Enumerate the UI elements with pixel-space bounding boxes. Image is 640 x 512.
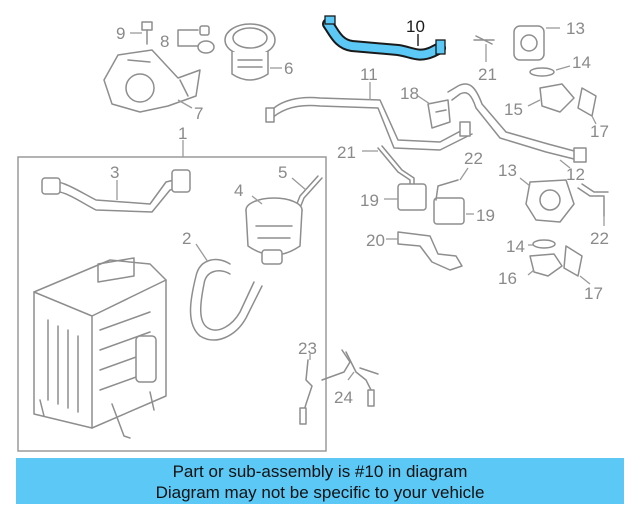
part-17-top [577,87,597,125]
part-24-o2-sensor [345,351,379,407]
part-3-hose [41,169,191,213]
callout-13-top: 13 [566,19,585,38]
callout-22-right: 22 [590,229,609,248]
part-6-air-pump [224,23,282,81]
part-22-hose-mid [435,167,469,201]
part-8-grommets [177,25,215,54]
callout-17-top: 17 [590,122,609,141]
callout-14-top: 14 [572,53,591,72]
part-23-o2-sensor [299,349,351,425]
callout-13-mid: 13 [498,161,517,180]
callout-12: 12 [566,165,585,184]
callout-24: 24 [334,388,353,407]
part-18-sensor [417,95,451,129]
part-16-flange [527,253,563,277]
callout-19-left: 19 [360,191,379,210]
callout-21-mid: 21 [337,143,356,162]
part-19-valve-left [384,183,427,211]
callout-9: 9 [116,24,125,43]
banner-line-2: Diagram may not be specific to your vehi… [155,483,485,502]
part-14-gasket-mid [528,239,556,249]
callout-18: 18 [400,84,419,103]
callout-17-mid: 17 [584,284,603,303]
callout-2: 2 [182,229,191,248]
callout-7: 7 [194,104,203,123]
part-4-valve [245,195,303,265]
callout-23: 23 [298,339,317,358]
callout-20: 20 [366,231,385,250]
part-7-bracket [103,49,201,113]
callout-21-top: 21 [478,65,497,84]
part-19-valve-right [433,197,474,225]
part-15-flange [527,83,575,113]
assembly-1-box [17,156,327,452]
callout-5: 5 [278,163,287,182]
callout-11: 11 [360,65,378,84]
part-12-pipe [447,83,587,169]
callout-1: 1 [178,124,187,143]
part-1-canister [33,257,167,439]
part-17-mid [563,245,591,285]
callout-8: 8 [160,32,169,51]
part-13-valve-top [513,25,560,61]
part-10-hose-highlighted [322,15,446,61]
part-13-valve-mid [519,177,575,223]
callout-16: 16 [498,269,517,288]
part-20-bracket [386,231,463,271]
part-2-hose [189,243,263,341]
callout-10: 10 [406,17,425,36]
part-14-gasket-top [529,65,571,77]
callout-3: 3 [110,163,119,182]
part-22-hose-right [577,183,609,226]
callout-19-right: 19 [476,206,495,225]
part-9-bolt [130,21,153,45]
part-11-pipe [265,82,473,151]
parts-diagram: 9 8 6 7 1 10 13 14 21 11 18 15 17 12 21 … [17,15,609,452]
callout-14-mid: 14 [506,237,525,256]
callout-6: 6 [284,59,293,78]
callout-4: 4 [234,181,243,200]
callout-15: 15 [504,100,523,119]
banner-line-1: Part or sub-assembly is #10 in diagram [172,462,468,481]
part-21-clip-top [473,35,495,62]
info-banner: Part or sub-assembly is #10 in diagram D… [16,458,624,504]
callout-22-mid: 22 [464,149,483,168]
